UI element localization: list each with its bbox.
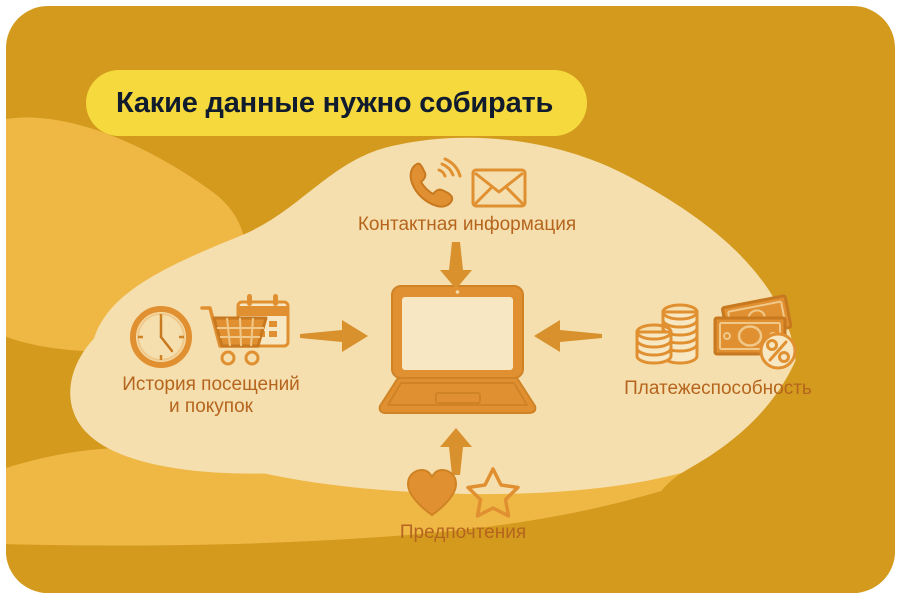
arrow-left-from-payment: [532, 318, 602, 354]
bg-corner-sweep-right: [654, 252, 895, 566]
node-payment: Платежеспособность: [598, 294, 838, 400]
node-preferences-label: Предпочтения: [399, 522, 527, 543]
laptop-icon: [378, 285, 537, 414]
phone-ringing-icon: [409, 157, 462, 208]
node-preferences-icons: [405, 466, 521, 518]
node-preferences: Предпочтения: [368, 466, 558, 544]
heart-icon: [407, 469, 457, 516]
coin-stacks-icon: [635, 303, 699, 365]
shopping-cart-icon: [200, 294, 290, 366]
node-history-label: История посещений и покупок: [122, 374, 300, 418]
title-badge: Какие данные нужно собирать: [86, 70, 588, 136]
envelope-icon: [471, 168, 527, 208]
node-contact: Контактная информация: [322, 157, 612, 236]
node-contact-icons: [406, 157, 528, 210]
bg-corner-sweep: [6, 430, 895, 593]
clock-icon: [130, 306, 192, 368]
bg-inner-blob-extension: [70, 318, 400, 474]
node-payment-label: Платежеспособность: [624, 378, 812, 399]
arrow-down-from-contact: [438, 242, 474, 290]
node-history-icons: [128, 292, 294, 370]
percent-badge-icon: [759, 332, 797, 370]
arrow-up-from-preferences: [438, 428, 474, 476]
center-node-laptop: [370, 283, 545, 418]
node-contact-label: Контактная информация: [357, 214, 577, 235]
page-title: Какие данные нужно собирать: [116, 86, 554, 119]
arrow-right-from-history: [300, 318, 370, 354]
node-payment-icons: [633, 294, 803, 374]
node-history: История посещений и покупок: [96, 292, 326, 419]
star-icon: [466, 467, 520, 518]
banknotes-icon: [713, 294, 797, 370]
